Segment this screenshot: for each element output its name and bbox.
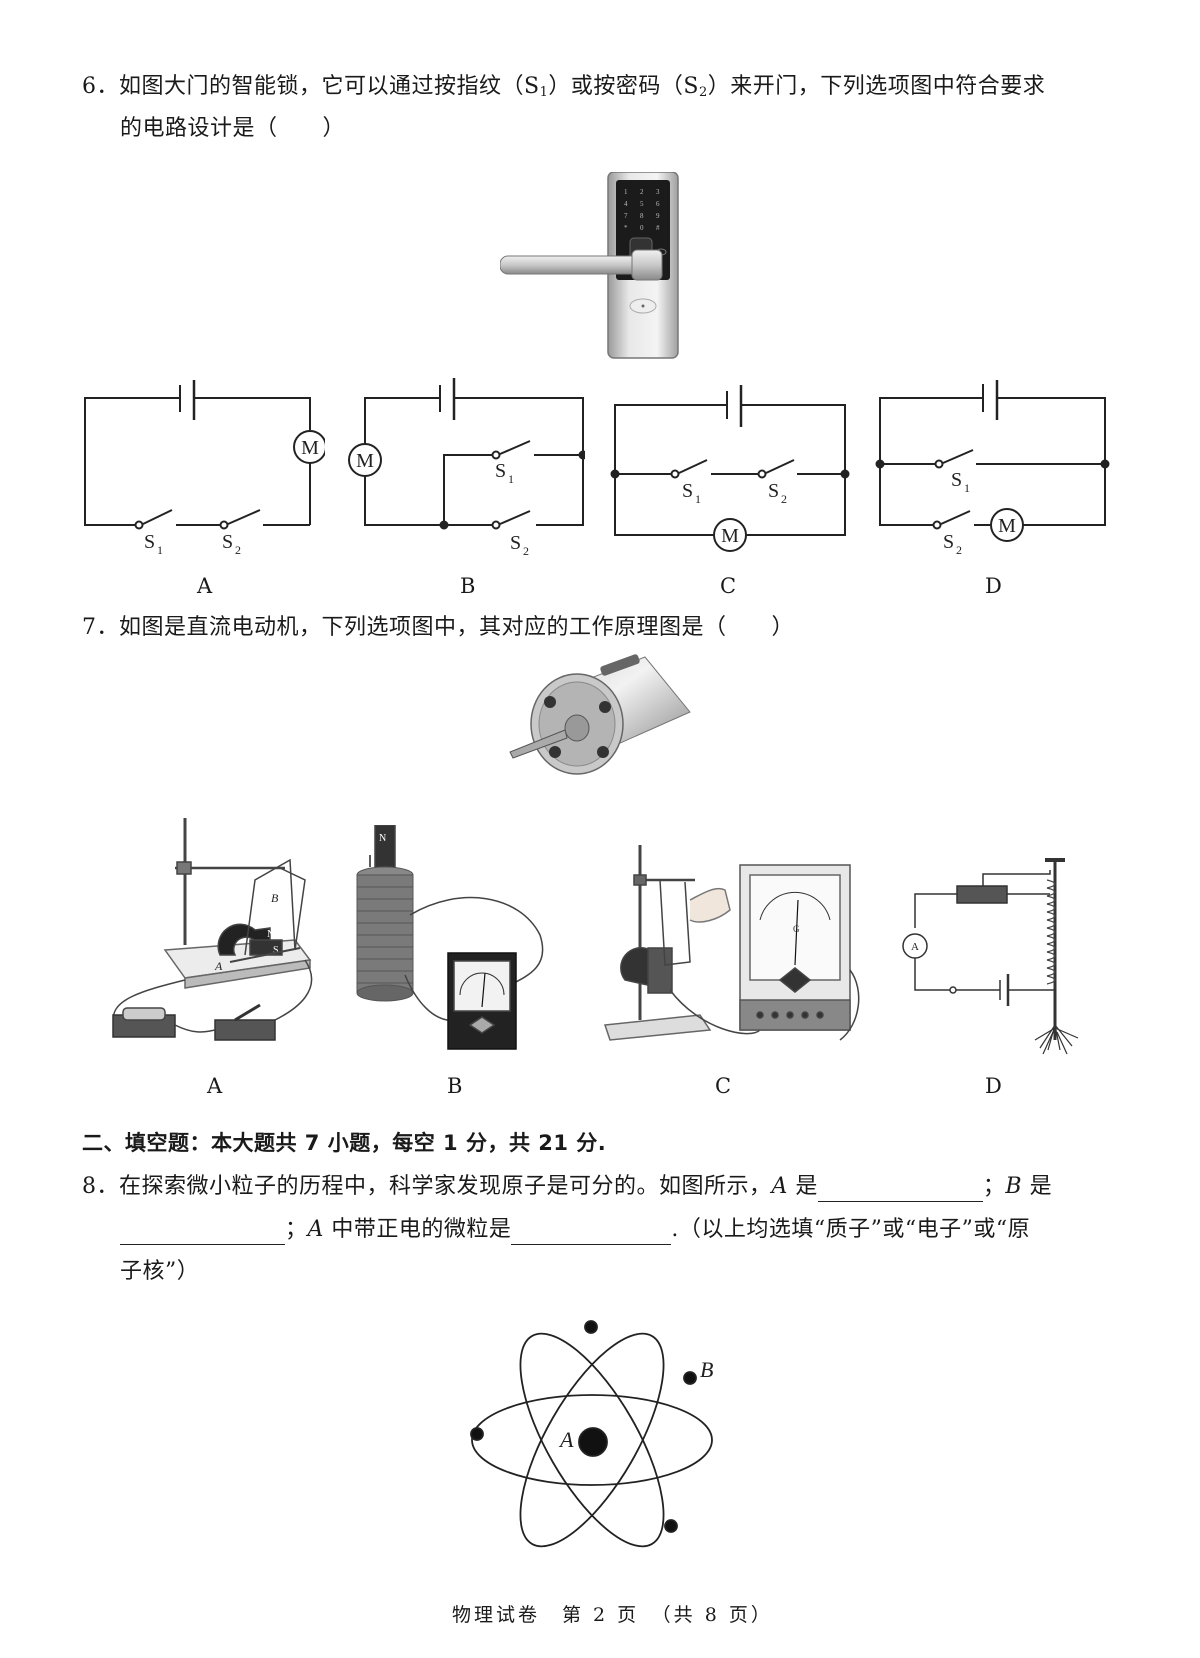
q8-label-b: B (1005, 1174, 1023, 1199)
atom-label-b: B (700, 1357, 713, 1382)
circuit-option-a: M S 1 S 2 (84, 380, 325, 557)
q8-number: 8． (82, 1174, 119, 1199)
motor-label: M (721, 525, 739, 547)
svg-text:*: * (624, 224, 628, 232)
q7-option-a[interactable]: A (207, 1074, 223, 1098)
ammeter-label: A (911, 941, 919, 953)
q6-line2: 的电路设计是（ ） (120, 116, 346, 141)
q6-text-b: ）或按密码（S (548, 74, 699, 99)
q6-option-d[interactable]: D (985, 574, 1002, 598)
electron (470, 1427, 484, 1441)
s1-label: S (495, 460, 506, 482)
q7-text: 如图是直流电动机，下列选项图中，其对应的工作原理图是（ ） (119, 615, 795, 640)
nucleus (578, 1427, 608, 1457)
n-label: N (267, 929, 274, 940)
s2-sub: 2 (781, 492, 787, 506)
s1-sub: 1 (964, 481, 970, 495)
answer-blank-1[interactable] (817, 1177, 983, 1202)
q7-option-b[interactable]: B (447, 1074, 463, 1098)
q7-figure-c: G (603, 845, 860, 1041)
q8-sep: ； (982, 1174, 1006, 1199)
circuit-option-d: M S 1 S 2 (875, 380, 1110, 557)
electron (664, 1519, 678, 1533)
a-label: A (214, 959, 223, 973)
s1-label: S (682, 480, 693, 502)
q8-text-e: 中带正电的微粒是 (323, 1217, 512, 1242)
q8-line2: ；A 中带正电的微粒是 .（以上均选填“质子”或“电子”或“原 (120, 1215, 1030, 1245)
q8-text-b: 是 (787, 1174, 818, 1199)
atom-label-a: A (558, 1427, 574, 1452)
s2-label: S (510, 532, 521, 554)
q8-text-c: 是 (1022, 1174, 1053, 1199)
page-footer: 物理试卷 第 2 页 （共 8 页） (452, 1604, 773, 1626)
s1-sub: 1 (157, 543, 163, 557)
s2-label: S (768, 480, 779, 502)
svg-text:5: 5 (640, 200, 644, 208)
q8-label-a: A (771, 1174, 788, 1199)
s2-sub: 2 (956, 543, 962, 557)
q7-option-c[interactable]: C (715, 1074, 732, 1098)
q6-number: 6． (82, 74, 119, 99)
svg-text:3: 3 (656, 188, 660, 196)
q6-line1: 6．如图大门的智能锁，它可以通过按指纹（S1）或按密码（S2）来开门，下列选项图… (82, 72, 1045, 108)
q7-line: 7．如图是直流电动机，下列选项图中，其对应的工作原理图是（ ） (82, 613, 794, 643)
electron (584, 1320, 598, 1334)
svg-text:#: # (656, 224, 660, 232)
q6-option-a[interactable]: A (197, 574, 213, 598)
n-label: N (379, 833, 386, 844)
svg-text:4: 4 (624, 200, 628, 208)
q6-sub2: 2 (698, 85, 708, 100)
q8-line1: 8．在探索微小粒子的历程中，科学家发现原子是可分的。如图所示，A 是 ；B 是 (82, 1172, 1052, 1202)
section2-heading: 二、填空题：本大题共 7 小题，每空 1 分，共 21 分. (82, 1131, 607, 1155)
q7-figure-b: N (356, 825, 544, 1050)
q6-option-c[interactable]: C (720, 574, 737, 598)
q8-line3: 子核”） (120, 1259, 200, 1284)
q6-sub1: 1 (539, 85, 549, 100)
motor-label: M (998, 515, 1016, 537)
q8-text-d: ； (285, 1217, 308, 1242)
s2-label: S (222, 531, 233, 553)
svg-text:8: 8 (640, 212, 644, 220)
answer-blank-2[interactable] (120, 1220, 285, 1245)
q7-figure-a: N S A B (112, 818, 313, 1041)
s2-label: S (943, 531, 954, 553)
q8-text-a: 在探索微小粒子的历程中，科学家发现原子是可分的。如图所示， (119, 1174, 772, 1199)
svg-text:7: 7 (624, 212, 628, 220)
q6-text-c: ）来开门，下列选项图中符合要求 (707, 74, 1046, 99)
s1-label: S (951, 469, 962, 491)
svg-text:6: 6 (656, 200, 660, 208)
circuit-option-b: M S 1 S 2 (348, 378, 585, 558)
svg-text:1: 1 (624, 188, 628, 196)
smart-lock-image: 1 2 3 4 5 6 7 8 9 * 0 # (500, 172, 679, 359)
svg-text:2: 2 (640, 188, 644, 196)
s1-sub: 1 (508, 472, 514, 486)
dc-motor-image (509, 654, 691, 775)
s2-sub: 2 (523, 544, 529, 558)
q6-text-a: 如图大门的智能锁，它可以通过按指纹（S (119, 74, 540, 99)
atom-model-diagram: A B (470, 1320, 713, 1548)
q7-figure-d: A (902, 858, 1079, 1055)
motor-label: M (356, 450, 374, 472)
q8-label-a2: A (307, 1217, 324, 1242)
svg-text:9: 9 (656, 212, 660, 220)
q8-text-f: .（以上均选填“质子”或“电子”或“原 (671, 1217, 1031, 1242)
circuit-option-c: M S 1 S 2 (610, 385, 850, 552)
s-label: S (273, 945, 279, 956)
s2-sub: 2 (235, 543, 241, 557)
answer-blank-3[interactable] (511, 1220, 672, 1245)
q6-option-b[interactable]: B (460, 574, 476, 598)
q7-option-d[interactable]: D (985, 1074, 1002, 1098)
s1-label: S (144, 531, 155, 553)
s1-sub: 1 (695, 492, 701, 506)
svg-text:0: 0 (640, 224, 644, 232)
electron (683, 1371, 697, 1385)
motor-label: M (301, 437, 319, 459)
b-label: B (271, 891, 279, 905)
q7-number: 7． (82, 615, 119, 640)
